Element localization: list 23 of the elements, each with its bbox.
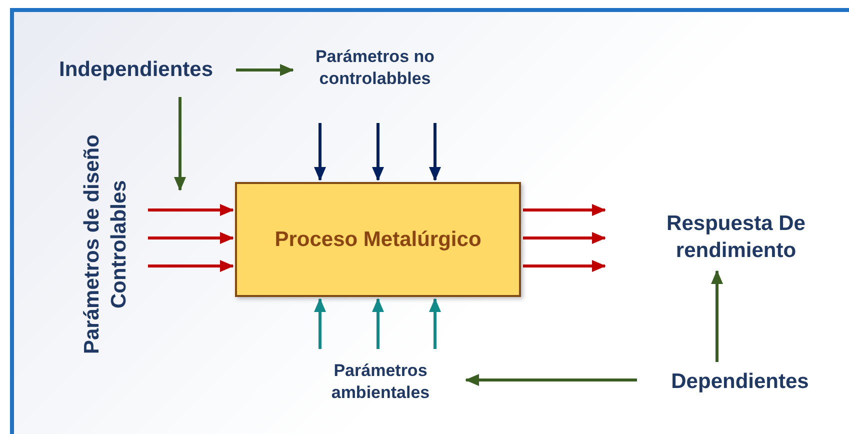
arrow [465,374,637,386]
node-label: Parámetros no controlabbles [295,38,455,98]
arrow [148,232,234,244]
arrow [148,204,234,216]
arrow [523,260,606,272]
arrow [174,97,186,191]
process-box: Proceso Metalúrgico [235,182,521,297]
arrow [148,260,234,272]
node-label: Dependientes [650,364,830,400]
arrow [523,204,606,216]
node-label: Independientes [40,52,232,88]
arrow [314,123,326,181]
arrow [429,298,441,349]
arrow [711,270,723,362]
arrow [372,123,384,181]
arrow [523,232,606,244]
arrow [372,298,384,349]
arrow [314,298,326,349]
node-label: Parámetros ambientales [308,352,453,412]
arrow [429,123,441,181]
node-label: Parámetros de diseño Controlables [80,133,132,356]
arrow [236,64,294,76]
node-label: Respuesta De rendimiento [636,205,836,269]
